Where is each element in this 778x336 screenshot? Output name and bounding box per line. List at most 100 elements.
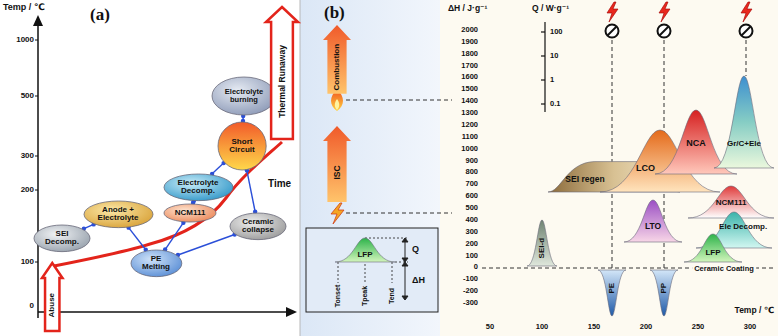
node-text: NCM111: [175, 209, 206, 217]
tick-label: 500: [21, 92, 34, 101]
node-text: NCM111: [716, 199, 747, 207]
abuse-arrow: Abuse: [41, 262, 63, 332]
event-ellipse: Electrolyte Decomp.: [163, 173, 234, 202]
tick-label: 2000: [461, 26, 478, 34]
node-text: LTO: [645, 222, 661, 231]
guide-line: [612, 40, 613, 270]
node-text: Abuse: [48, 293, 56, 317]
q-axis: [544, 22, 545, 112]
inset-label: Q: [412, 245, 419, 255]
axis-title: Q / W·g⁻¹: [532, 4, 569, 13]
axis: [37, 24, 39, 318]
tick-label: 900: [465, 156, 478, 164]
inset-panel: [306, 228, 438, 312]
node-text: Gr/C+Ele: [727, 140, 761, 148]
link-line: [129, 228, 146, 250]
axis-title: Time: [268, 178, 291, 189]
event-ellipse: Electrolyte burning: [211, 76, 277, 116]
tick-label: 1600: [461, 73, 478, 81]
inset-label: ΔH: [412, 276, 425, 286]
q-axis: [541, 22, 545, 112]
lightning-icon: [608, 27, 617, 36]
axis: [286, 307, 297, 317]
lightning-icon: [658, 25, 671, 38]
axis-title: Temp / ℃: [3, 3, 45, 13]
tick-label: 100: [465, 251, 478, 259]
tick-label: 1700: [461, 61, 478, 69]
node-text: LCO: [636, 164, 655, 173]
tick-label: 200: [465, 240, 478, 248]
node-text: ISC: [333, 165, 342, 179]
tick-label: 700: [465, 180, 478, 188]
axis-title: Temp / ℃: [735, 306, 774, 315]
tick-label: 800: [465, 168, 478, 176]
link-line: [178, 234, 235, 255]
peak-outline: [598, 270, 626, 316]
inset-label: Tend: [388, 288, 396, 304]
ellipse-outline: [212, 77, 276, 115]
inset-panel: [405, 265, 406, 297]
runaway-arrow: Thermal Runaway: [265, 6, 299, 140]
lightning-icon: [660, 27, 669, 36]
node-text: Anode + Electrolyte: [93, 206, 143, 223]
peak-outline: [335, 238, 395, 262]
link-line: [212, 163, 224, 174]
tick-label: 400: [465, 216, 478, 224]
tick-label: 200: [640, 323, 653, 331]
lightning-icon: [606, 25, 619, 38]
tick-label: 500: [465, 204, 478, 212]
dsc-peak: LTO: [624, 200, 682, 242]
panel-ground: [300, 0, 440, 336]
tick-label: 100: [550, 28, 563, 36]
isc-arrow: ISC: [322, 125, 352, 203]
node-text: LFP: [357, 251, 372, 259]
tick-label: 1100: [462, 133, 478, 141]
arrow-outline: [323, 25, 351, 94]
node-text: PE: [608, 283, 616, 294]
inset-panel: [338, 262, 339, 283]
inset-panel: [365, 238, 408, 239]
axis: [38, 311, 288, 313]
region-label: Ceramic Coating: [692, 265, 756, 273]
node-shape: [322, 125, 352, 203]
tick-label: 1400: [461, 97, 478, 105]
guide-line: [346, 213, 452, 214]
node-text: LFP: [705, 249, 720, 257]
lightning-icon: [741, 2, 752, 22]
lightning-icon: [606, 2, 753, 38]
tick-label: 200: [21, 186, 34, 195]
axis-title: ΔH / J·g⁻¹: [448, 4, 487, 13]
tick-label: 10: [550, 52, 558, 60]
arrow-outline: [323, 126, 351, 202]
axis: [35, 190, 38, 191]
peak-outline: [714, 76, 774, 168]
dsc-peak: PE: [598, 270, 626, 316]
lightning-icon: [331, 203, 344, 224]
tick-label: 0.1: [550, 100, 560, 108]
lightning-icon: [607, 2, 618, 22]
tick-label: 100: [536, 323, 549, 331]
axis: [35, 96, 38, 97]
panel-letter: (b): [324, 4, 345, 23]
axis: [35, 40, 38, 41]
tick-label: 250: [692, 323, 705, 331]
tick-label: -200: [463, 287, 478, 295]
guide-line: [346, 100, 452, 101]
tick-label: 1000: [16, 36, 34, 45]
inset-panel: [402, 238, 408, 242]
lightning-icon: [659, 2, 670, 22]
ellipse-outline: [84, 201, 153, 228]
tick-label: -100: [463, 275, 478, 283]
ellipse-outline: [218, 122, 266, 170]
dsc-peak: SEI-d: [527, 220, 557, 266]
tick-label: 1: [550, 76, 554, 84]
dsc-peak: Gr/C+Ele: [714, 76, 774, 168]
arrow-outline: [42, 263, 62, 331]
node-text: Electrolyte burning: [221, 88, 267, 104]
panel-divider: [300, 0, 301, 336]
link-line: [247, 171, 255, 212]
arrow-outline: [266, 7, 298, 139]
ellipse-outline: [131, 250, 182, 277]
panel-ground: [440, 0, 778, 336]
